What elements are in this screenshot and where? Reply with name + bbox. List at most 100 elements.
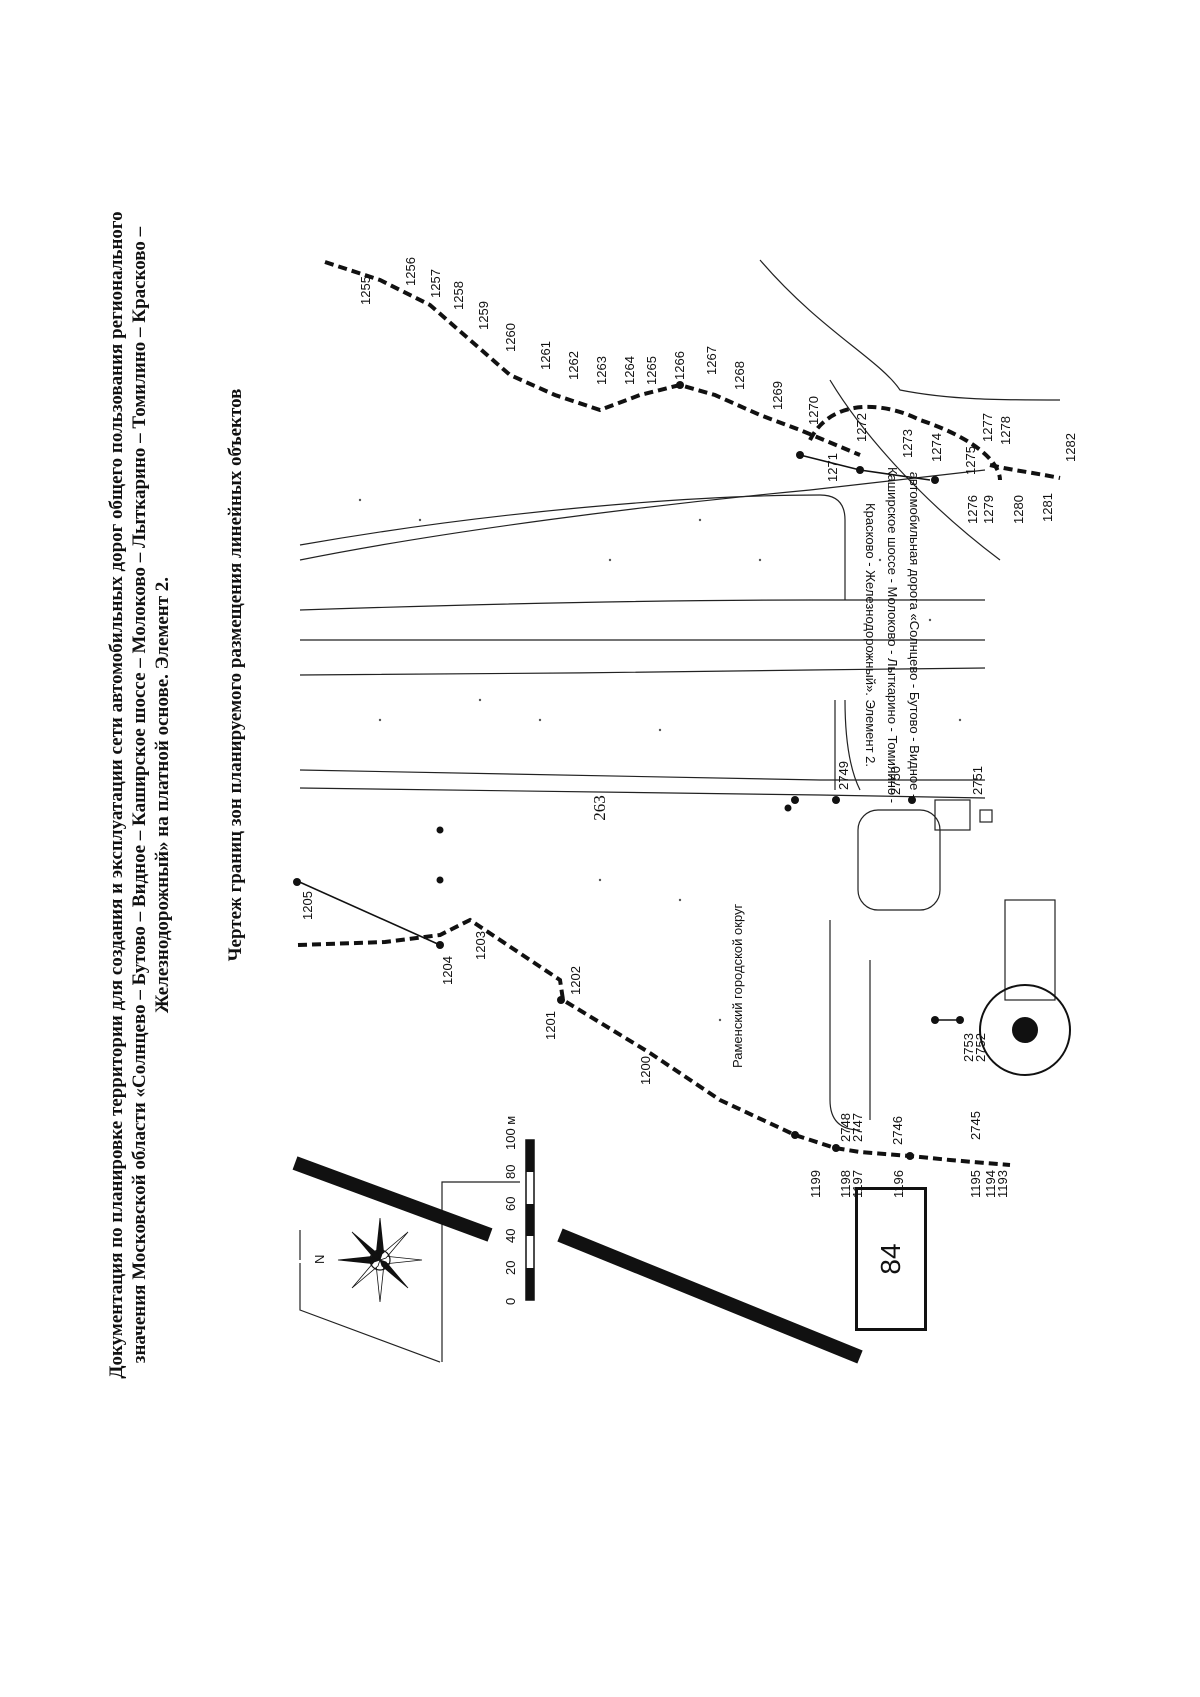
label-1255: 1255: [358, 276, 373, 305]
district-label: Раменский городской округ: [730, 903, 745, 1068]
label-1260: 1260: [503, 323, 518, 352]
label-1272: 1272: [854, 413, 869, 442]
label-1271: 1271: [825, 453, 840, 482]
label-1280: 1280: [1011, 495, 1026, 524]
label-1259: 1259: [476, 301, 491, 330]
label-2752: 2752: [973, 1033, 988, 1062]
label-1282: 1282: [1063, 433, 1078, 462]
point-2749: [791, 796, 799, 804]
road-lane-2: [299, 599, 985, 611]
compass-north-label: N: [312, 1255, 327, 1264]
cadastral-line-2: [441, 1181, 520, 1362]
label-1202: 1202: [568, 966, 583, 995]
label-1204: 1204: [440, 956, 455, 985]
side-road-b: [844, 699, 861, 791]
label-2745: 2745: [968, 1111, 983, 1140]
label-1193: 1193: [995, 1170, 1010, 1198]
compass-rose: N: [312, 1217, 423, 1303]
label-1265: 1265: [644, 356, 659, 385]
cadastral-line-1: [299, 1263, 441, 1363]
boundary-points: [293, 381, 964, 1160]
point-labels: 1193 1194 1195 1196 1197 1198 1199 1200 …: [300, 257, 1078, 1198]
label-1266: 1266: [672, 351, 687, 380]
label-1194: 1194: [983, 1170, 998, 1198]
label-2748: 2748: [838, 1113, 853, 1142]
point-1274: [856, 466, 864, 474]
road-lane-6: [299, 787, 986, 799]
label-1256: 1256: [403, 257, 418, 286]
label-1281: 1281: [1040, 493, 1055, 522]
label-2749: 2749: [836, 761, 851, 790]
label-1196: 1196: [891, 1170, 906, 1198]
label-1273: 1273: [900, 429, 915, 458]
label-1258: 1258: [451, 281, 466, 310]
scale-tick-40: 40: [503, 1229, 518, 1243]
building-3: [979, 809, 993, 823]
label-1203: 1203: [473, 931, 488, 960]
label-1267: 1267: [704, 346, 719, 375]
roundabout: [979, 984, 1071, 1076]
road-name-line-2: Каширское шоссе - Молоково - Лыткарино -…: [885, 467, 900, 803]
label-1199: 1199: [808, 1170, 823, 1198]
label-1195: 1195: [968, 1170, 983, 1198]
compass-center: [369, 1249, 391, 1271]
label-1279: 1279: [981, 495, 996, 524]
scale-bar-seg-3: [526, 1140, 534, 1172]
boundary-tail: [989, 463, 1061, 480]
label-1200: 1200: [638, 1056, 653, 1085]
thin-connectors: [294, 454, 960, 1021]
scale-tick-0: 0: [503, 1298, 518, 1305]
point-1205: [293, 878, 301, 886]
map-base-lines: [299, 259, 1061, 1363]
sheet-number-box: 84: [855, 1187, 927, 1331]
building-2: [1004, 899, 1056, 1001]
point-extra-3: [784, 804, 792, 812]
scale-bar-seg-2: [526, 1204, 534, 1236]
road-lane-1: [299, 469, 986, 561]
point-extra-2: [436, 876, 444, 884]
scale-tick-80: 80: [503, 1165, 518, 1179]
label-1268: 1268: [732, 361, 747, 390]
thick-lines: [292, 1156, 863, 1364]
label-2751: 2751: [970, 766, 985, 795]
label-1257: 1257: [428, 269, 443, 298]
label-2746: 2746: [890, 1116, 905, 1145]
terrain-dots: [358, 498, 962, 1022]
boundary-upper: [324, 260, 861, 457]
scale-tick-20: 20: [503, 1261, 518, 1275]
road-name-line-3: Красково - Железнодорожный». Элемент 2.: [863, 503, 878, 767]
field-edge: [829, 379, 1001, 561]
road-name-block: автомобильная дорога «Солнцево - Бутово …: [863, 467, 922, 803]
label-1205: 1205: [300, 891, 315, 920]
label-1276: 1276: [965, 495, 980, 524]
label-1201: 1201: [543, 1011, 558, 1040]
label-1270: 1270: [806, 396, 821, 425]
point-1267: [676, 381, 684, 389]
label-1274: 1274: [929, 433, 944, 462]
scale-tick-100: 100 м: [503, 1116, 518, 1150]
point-1201: [557, 996, 565, 1004]
label-1277: 1277: [980, 413, 995, 442]
point-extra-1: [436, 826, 444, 834]
boundary-loop: [808, 404, 1002, 481]
compass-star: [337, 1217, 423, 1303]
label-1198: 1198: [838, 1170, 853, 1198]
point-1199: [791, 1131, 799, 1139]
point-1271: [796, 451, 804, 459]
label-1264: 1264: [622, 356, 637, 385]
river-edge: [759, 259, 1061, 401]
scale-tick-60: 60: [503, 1197, 518, 1211]
label-2750: 2750: [888, 766, 903, 795]
label-1262: 1262: [566, 351, 581, 380]
label-1278: 1278: [998, 416, 1013, 445]
label-2753: 2753: [961, 1033, 976, 1062]
point-2751: [908, 796, 916, 804]
side-road-a: [299, 494, 846, 600]
point-2753: [956, 1016, 964, 1024]
label-1261: 1261: [538, 341, 553, 370]
roundabout-core: [1012, 1017, 1038, 1043]
label-1263: 1263: [594, 356, 609, 385]
parking-lot: [857, 809, 941, 911]
label-1197: 1197: [850, 1170, 865, 1198]
